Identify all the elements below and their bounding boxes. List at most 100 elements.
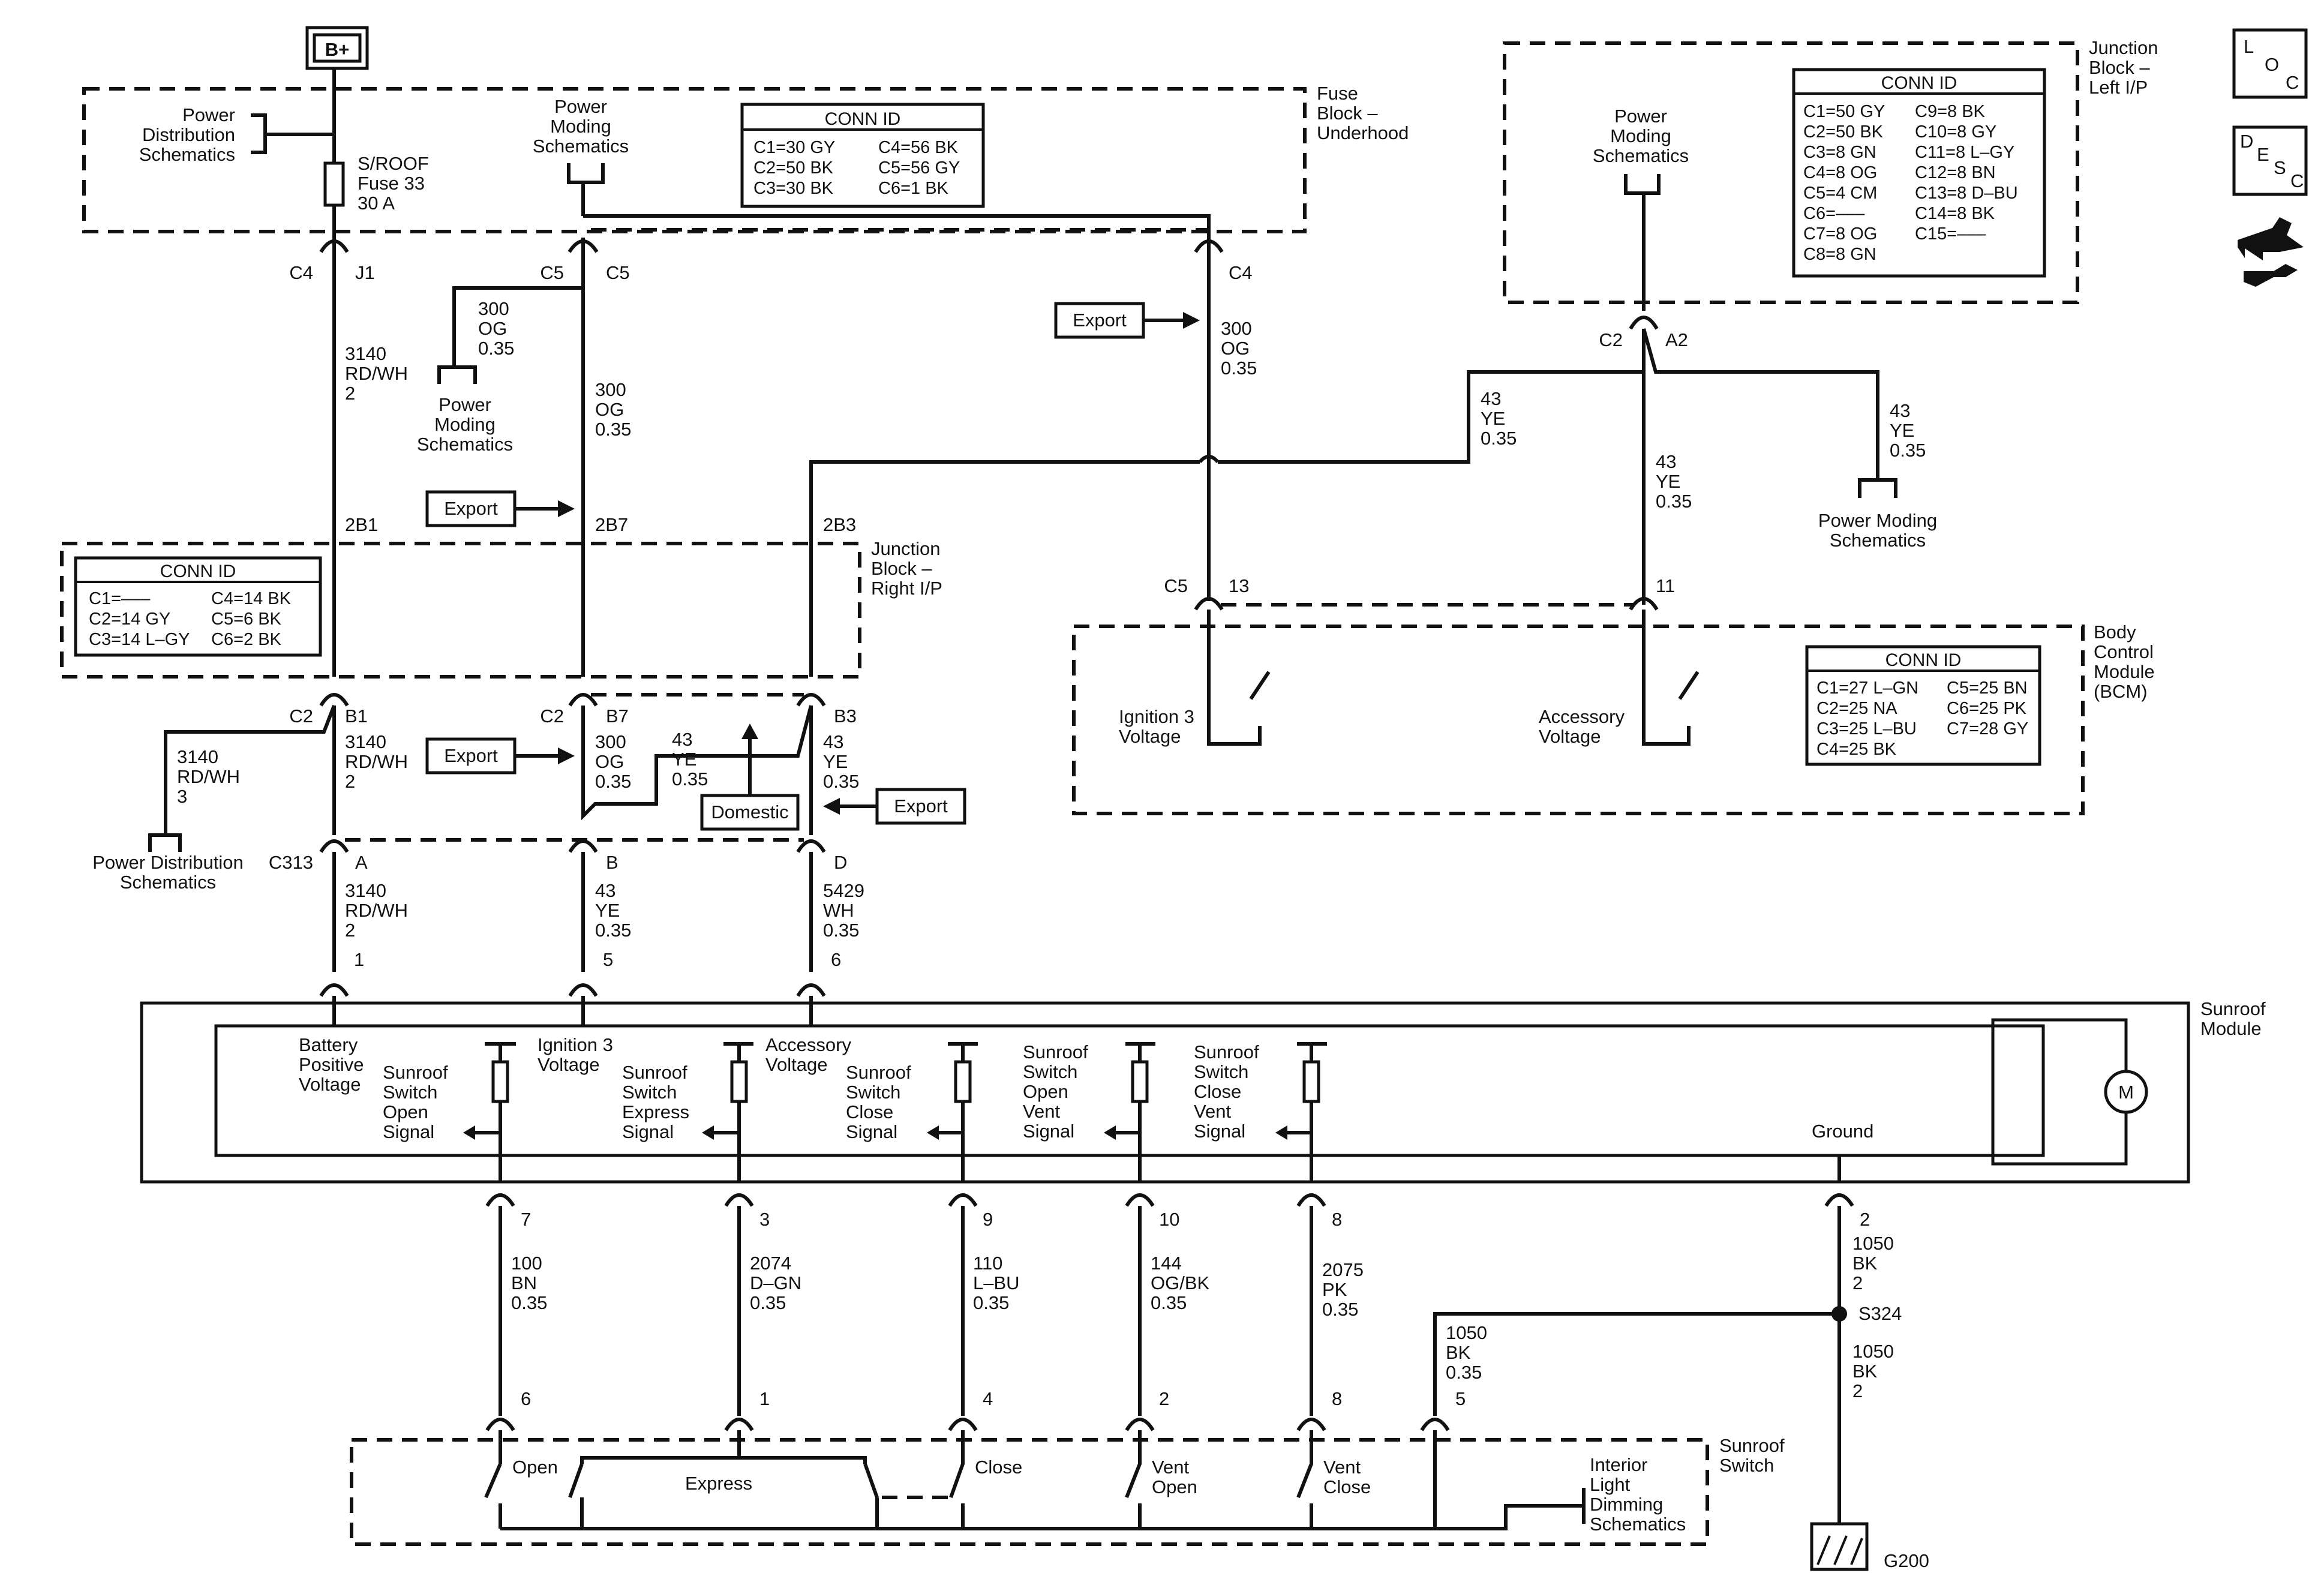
diagram-label: Interior (1590, 1454, 1647, 1475)
diagram-label: Export (444, 498, 498, 519)
diagram-label: 3140 (345, 343, 386, 364)
diagram-label: C10=8 GY (1915, 122, 1996, 142)
diagram-label: 0.35 (1446, 1362, 1482, 1383)
diagram-label: D–GN (750, 1272, 801, 1293)
diagram-label: RD/WH (345, 363, 408, 384)
diagram-label: C14=8 BK (1915, 204, 1995, 223)
domestic-box: Domestic (700, 724, 800, 831)
conn-c5-a: C5 (540, 262, 564, 283)
diagram-label: 0.35 (511, 1292, 547, 1313)
diagram-label: 4 (983, 1388, 993, 1409)
diagram-label: Voltage (299, 1074, 361, 1095)
diagram-label: CONN ID (1881, 73, 1957, 93)
diagram-label: Export (1073, 310, 1127, 331)
diagram-label: 43 (1890, 400, 1910, 421)
conn-2b1: 2B1 (345, 514, 378, 535)
diagram-label: CONN ID (1885, 650, 1962, 670)
diagram-label: 0.35 (1656, 491, 1692, 512)
diagram-label: Accessory (765, 1034, 851, 1055)
diagram-label: C1=––– (89, 589, 151, 608)
diagram-label: S (2274, 157, 2286, 178)
diagram-label: Vent (1194, 1101, 1231, 1122)
diagram-label: C3=30 BK (753, 179, 834, 198)
power-moding-label-1: Power (554, 96, 607, 117)
sunroof-module-inner (214, 1024, 2045, 1157)
diagram-label: 0.35 (823, 920, 859, 941)
diagram-label: C (2286, 72, 2299, 93)
diagram-label: YE (1481, 408, 1505, 429)
diagram-label: Close (975, 1457, 1022, 1478)
diagram-label: 0.35 (1151, 1292, 1187, 1313)
diagram-label: Signal (1194, 1121, 1245, 1142)
diagram-label: 0.35 (823, 771, 859, 792)
diagram-label: C12=8 BN (1915, 163, 1996, 182)
diagram-label: Open (1023, 1081, 1068, 1102)
switch-contacts (484, 1430, 1584, 1530)
diagram-label: 7 (521, 1209, 531, 1230)
diagram-label: Schematics (417, 434, 513, 455)
diagram-label: 0.35 (672, 769, 708, 789)
diagram-label: Voltage (1119, 726, 1181, 747)
diagram-label: OG/BK (1151, 1272, 1210, 1293)
diagram-label: 0.35 (595, 771, 631, 792)
diagram-label: C6=––– (1803, 204, 1865, 223)
diagram-label: Block – (871, 558, 932, 579)
diagram-label: YE (595, 900, 620, 921)
diagram-label: 0.35 (973, 1292, 1009, 1313)
diagram-label: G200 (1884, 1550, 1929, 1571)
diagram-label: 0.35 (1322, 1299, 1358, 1320)
diagram-label: 43 (823, 731, 843, 752)
diagram-label: 43 (672, 729, 692, 750)
diagram-label: Switch (1719, 1455, 1774, 1476)
power-distribution-label-1: Power (182, 104, 235, 125)
conn-c4-b: C4 (1229, 262, 1253, 283)
diagram-label: B3 (834, 706, 857, 727)
conn-2b3: 2B3 (823, 514, 856, 535)
diagram-label: 0.35 (1221, 358, 1257, 379)
diagram-label: 3140 (345, 731, 386, 752)
diagram-label: C2 (540, 706, 564, 727)
reference-arrows-icon[interactable] (2238, 217, 2304, 287)
diagram-label: C5=4 CM (1803, 184, 1877, 203)
diagram-label: PK (1322, 1279, 1347, 1300)
diagram-label: Ignition 3 (538, 1034, 613, 1055)
diagram-label: Right I/P (871, 578, 942, 599)
diagram-label: Module (2094, 661, 2155, 682)
diagram-label: 6 (831, 949, 841, 970)
junction-block-left-outline (1503, 41, 2079, 304)
diagram-label: Vent (1023, 1101, 1060, 1122)
diagram-label: C7=28 GY (1947, 719, 2028, 739)
diagram-label: 2 (1860, 1209, 1870, 1230)
jb-left-a2: A2 (1665, 329, 1688, 350)
diagram-label: 0.35 (478, 338, 514, 359)
diagram-label: C1=50 GY (1803, 102, 1885, 121)
fuse-block-title-2: Block – (1317, 103, 1378, 124)
diagram-label: 3140 (177, 746, 218, 767)
diagram-label: Switch (846, 1082, 900, 1103)
bcm-outline (1072, 625, 2085, 815)
power-moding-label-2: Moding (550, 116, 611, 137)
desc-icon[interactable]: D E S C (2232, 125, 2308, 196)
diagram-label: 1 (759, 1388, 770, 1409)
diagram-label: 1050 (1852, 1233, 1894, 1254)
diagram-label: Voltage (1539, 726, 1601, 747)
diagram-label: Schematics (120, 872, 216, 893)
diagram-label: OG (595, 751, 624, 772)
diagram-label: D (834, 852, 847, 873)
diagram-label: Sunroof (1719, 1435, 1785, 1456)
diagram-label: C4=14 BK (211, 589, 292, 608)
diagram-label: C3=8 GN (1803, 143, 1876, 162)
jb-left-power-moding-2: Moding (1610, 125, 1671, 146)
diagram-label: 2074 (750, 1253, 791, 1274)
diagram-label: RD/WH (345, 900, 408, 921)
diagram-label: A (355, 852, 368, 873)
diagram-label: Signal (1023, 1121, 1074, 1142)
diagram-label: 2 (1852, 1380, 1863, 1401)
diagram-label: Moding (434, 414, 496, 435)
loc-icon[interactable]: L O C (2232, 28, 2308, 99)
diagram-label: 110 (973, 1253, 1002, 1274)
diagram-label: C3=25 L–BU (1816, 719, 1917, 739)
diagram-label: Open (383, 1101, 428, 1122)
diagram-label: C1=30 GY (753, 138, 835, 157)
